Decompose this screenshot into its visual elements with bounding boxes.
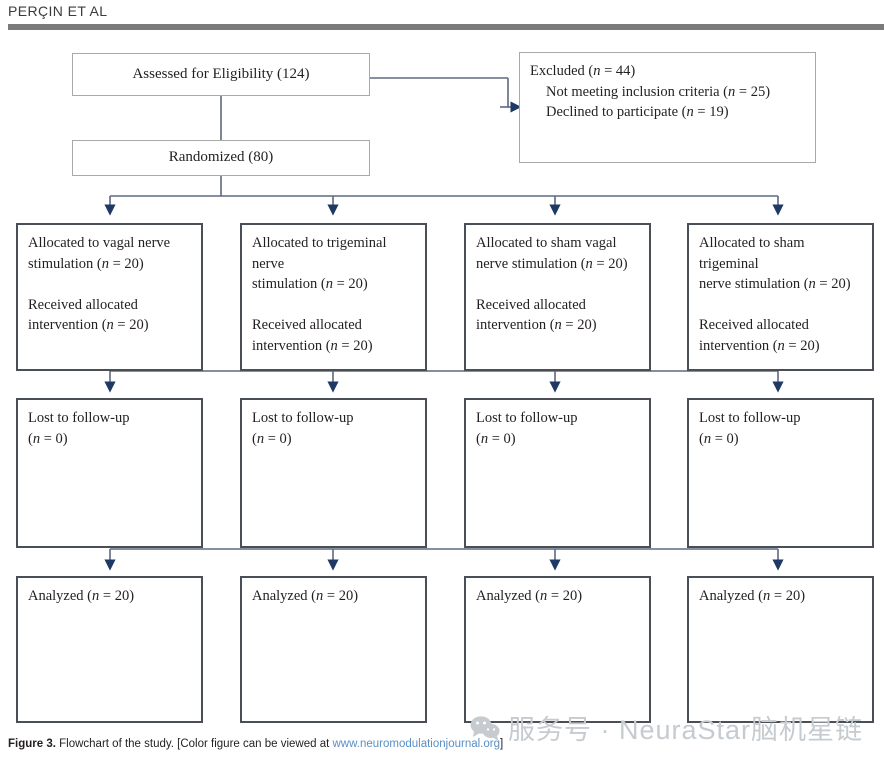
- running-head: PERÇIN ET AL: [0, 0, 884, 30]
- followup-text: Lost to follow-up (n = 0): [28, 410, 130, 447]
- figure-caption: Figure 3. Flowchart of the study. [Color…: [8, 738, 708, 750]
- assessed-label: Assessed for Eligibility (124): [132, 65, 310, 82]
- excluded-reason-0: Not meeting inclusion criteria (n = 25): [546, 83, 771, 100]
- box-analysis-trigeminal: Analyzed (n = 20): [240, 576, 427, 723]
- figure-caption-number: Figure 3.: [8, 738, 56, 750]
- box-excluded: Excluded (n = 44) Not meeting inclusion …: [519, 52, 816, 163]
- watermark-text: 服务号 · NeuraStar脑机星链: [508, 715, 864, 745]
- box-analysis-sham-vagal: Analyzed (n = 20): [464, 576, 651, 723]
- followup-text: Lost to follow-up (n = 0): [252, 410, 354, 447]
- figure-caption-link[interactable]: www.neuromodulationjournal.org: [332, 738, 501, 750]
- excluded-title: Excluded (n = 44): [530, 63, 636, 79]
- running-head-text: PERÇIN ET AL: [8, 3, 108, 19]
- excluded-reason-1: Declined to participate (n = 19): [546, 104, 729, 121]
- wechat-icon: [470, 715, 500, 741]
- box-followup-sham-vagal: Lost to follow-up (n = 0): [464, 398, 651, 548]
- box-followup-sham-trigeminal: Lost to follow-up (n = 0): [687, 398, 874, 548]
- box-analysis-sham-trigeminal: Analyzed (n = 20): [687, 576, 874, 723]
- analysis-text: Analyzed (n = 20): [699, 588, 806, 604]
- box-followup-vagal: Lost to follow-up (n = 0): [16, 398, 203, 548]
- box-analysis-vagal: Analyzed (n = 20): [16, 576, 203, 723]
- figure-caption-body: Flowchart of the study. [Color figure ca…: [55, 738, 333, 750]
- box-assessed-for-eligibility: Assessed for Eligibility (124): [72, 53, 370, 96]
- randomized-label: Randomized (80): [168, 149, 274, 166]
- watermark: 服务号 · NeuraStar脑机星链: [470, 708, 863, 747]
- box-randomized: Randomized (80): [72, 140, 370, 176]
- figure-caption-suffix: ]: [500, 738, 504, 750]
- analysis-text: Analyzed (n = 20): [252, 588, 359, 604]
- analysis-text: Analyzed (n = 20): [476, 588, 583, 604]
- box-followup-trigeminal: Lost to follow-up (n = 0): [240, 398, 427, 548]
- followup-text: Lost to follow-up (n = 0): [476, 410, 578, 447]
- header-rule: [8, 24, 884, 30]
- flowchart-figure: Assessed for Eligibility (124) Excluded …: [0, 30, 884, 730]
- analysis-text: Analyzed (n = 20): [28, 588, 135, 604]
- followup-text: Lost to follow-up (n = 0): [699, 410, 801, 447]
